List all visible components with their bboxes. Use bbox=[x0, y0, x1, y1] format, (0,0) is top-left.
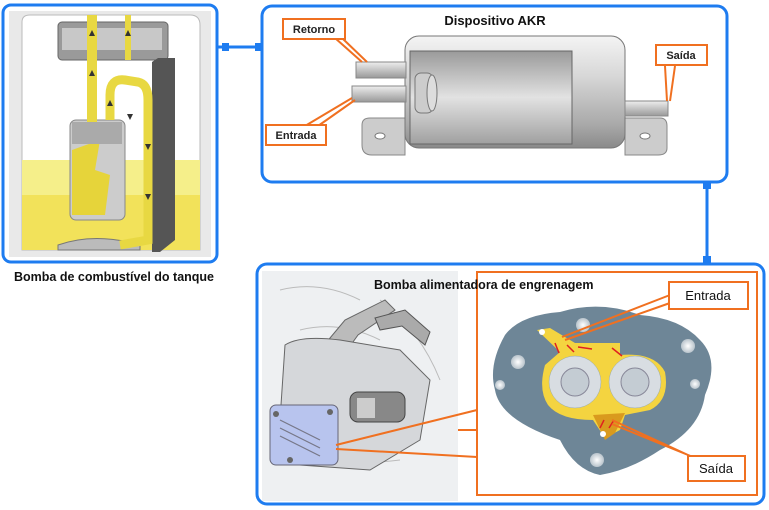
connector-tank-to-akr bbox=[217, 43, 262, 51]
gear-pump-inlet-callout: Entrada bbox=[561, 281, 749, 341]
tank-pump-panel bbox=[1, 3, 219, 264]
gear-pump-panel: Entrada Saída Bomba alimentadora de engr… bbox=[255, 262, 766, 506]
akr-inlet-label: Entrada bbox=[276, 130, 318, 142]
detail-callout-lines bbox=[335, 409, 478, 458]
connector-akr-to-gear-pump bbox=[703, 182, 711, 263]
akr-return-label: Retorno bbox=[293, 24, 335, 36]
tank-pump-caption: Bomba de combustível do tanque bbox=[14, 270, 214, 284]
tank-pump-illustration bbox=[9, 11, 211, 257]
gear-pump-title: Bomba alimentadora de engrenagem bbox=[374, 278, 594, 292]
high-pressure-pump-illustration bbox=[262, 271, 458, 501]
akr-title: Dispositivo AKR bbox=[444, 13, 546, 28]
akr-return-callout: Retorno bbox=[282, 18, 368, 63]
gear-pump-inlet-label: Entrada bbox=[685, 288, 731, 303]
gear-pump-outlet-callout: Saída bbox=[611, 419, 746, 482]
akr-inlet-callout: Entrada bbox=[265, 97, 356, 146]
akr-device-illustration bbox=[351, 35, 669, 156]
akr-device-panel: Dispositivo AKR Retorno Entrada bbox=[260, 4, 729, 184]
akr-outlet-callout: Saída bbox=[655, 44, 708, 102]
gear-pump-cutaway bbox=[492, 306, 712, 475]
gear-pump-outlet-label: Saída bbox=[699, 461, 734, 476]
akr-outlet-label: Saída bbox=[666, 50, 696, 62]
